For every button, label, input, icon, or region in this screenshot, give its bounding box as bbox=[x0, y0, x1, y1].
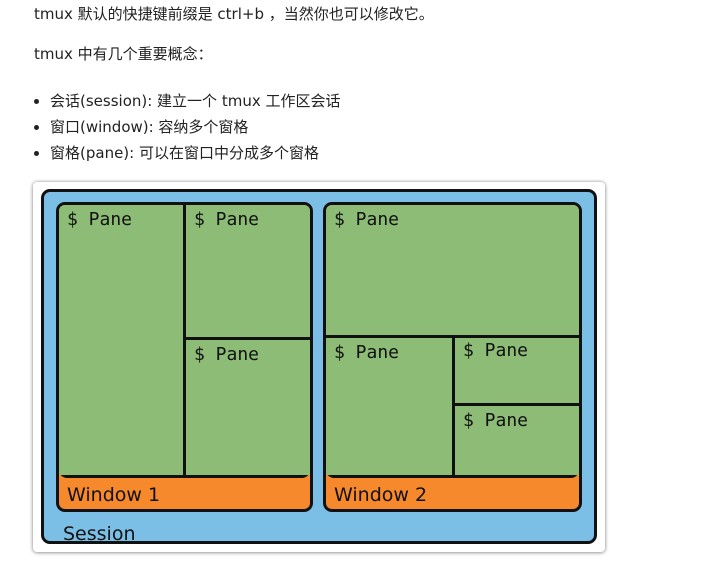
pane-divider bbox=[452, 338, 455, 475]
tmux-diagram: $ Pane $ Pane $ Pane Window 1 $ Pane bbox=[33, 182, 605, 552]
window-2-pane-area: $ Pane $ Pane $ Pane $ Pane bbox=[326, 205, 579, 478]
pane: $ Pane bbox=[326, 338, 452, 475]
pane-label: $ Pane bbox=[463, 410, 529, 431]
pane: $ Pane bbox=[186, 340, 310, 475]
window-1-label: Window 1 bbox=[67, 484, 161, 506]
pane: $ Pane bbox=[455, 338, 579, 403]
pane-label: $ Pane bbox=[194, 344, 260, 365]
prefix-note: tmux 默认的快捷键前缀是 ctrl+b ，当然你也可以修改它。 bbox=[34, 5, 434, 23]
pane-label: $ Pane bbox=[194, 209, 260, 230]
pane: $ Pane bbox=[455, 406, 579, 475]
window-1-box: $ Pane $ Pane $ Pane Window 1 bbox=[56, 202, 313, 512]
concepts-list: 会话(session): 建立一个 tmux 工作区会话 窗口(window):… bbox=[30, 88, 340, 166]
pane-divider bbox=[326, 335, 579, 338]
pane: $ Pane bbox=[326, 205, 579, 335]
pane-label: $ Pane bbox=[463, 340, 529, 361]
concept-window: 窗口(window): 容纳多个窗格 bbox=[50, 114, 340, 140]
concept-pane: 窗格(pane): 可以在窗口中分成多个窗格 bbox=[50, 140, 340, 166]
concept-session: 会话(session): 建立一个 tmux 工作区会话 bbox=[50, 88, 340, 114]
window-2-label: Window 2 bbox=[334, 484, 428, 506]
concepts-intro: tmux 中有几个重要概念： bbox=[34, 45, 213, 63]
pane: $ Pane bbox=[59, 205, 183, 475]
session-box: $ Pane $ Pane $ Pane Window 1 $ Pane bbox=[41, 189, 597, 545]
pane-label: $ Pane bbox=[67, 209, 133, 230]
session-label: Session bbox=[63, 523, 136, 545]
pane-divider bbox=[455, 403, 579, 406]
pane: $ Pane bbox=[186, 205, 310, 337]
pane-divider bbox=[183, 205, 186, 475]
pane-label: $ Pane bbox=[334, 209, 400, 230]
window-2-box: $ Pane $ Pane $ Pane $ Pane Window 2 bbox=[323, 202, 582, 512]
pane-divider bbox=[186, 337, 310, 340]
window-1-pane-area: $ Pane $ Pane $ Pane bbox=[59, 205, 310, 478]
pane-label: $ Pane bbox=[334, 342, 400, 363]
